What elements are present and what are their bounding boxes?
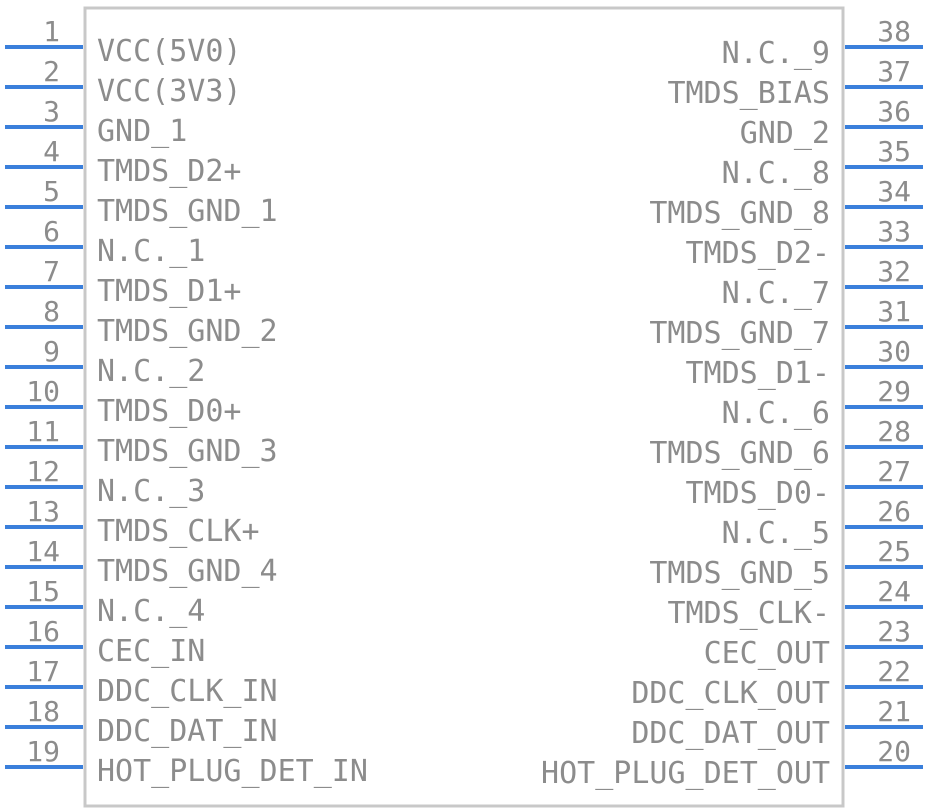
right-pin-number: 34	[877, 175, 911, 208]
right-pin-number: 23	[877, 615, 911, 648]
left-pin-number: 15	[26, 575, 60, 608]
left-pin-label: TMDS_GND_3	[97, 434, 278, 469]
right-pin-label: TMDS_D0-	[686, 476, 831, 511]
right-pin-label: TMDS_BIAS	[667, 76, 830, 111]
right-pin-number: 28	[877, 415, 911, 448]
left-pin-label: N.C._3	[97, 474, 205, 509]
right-pin-number: 29	[877, 375, 911, 408]
right-pin-label: TMDS_GND_5	[649, 556, 830, 591]
left-pin-label: N.C._1	[97, 234, 205, 269]
left-pin-number: 13	[26, 495, 60, 528]
right-pin-number: 33	[877, 215, 911, 248]
right-pin-number: 21	[877, 695, 911, 728]
right-pin-label: CEC_OUT	[704, 636, 830, 671]
left-pin-number: 17	[26, 655, 60, 688]
left-pin-label: TMDS_D0+	[97, 394, 242, 429]
left-pin-label: TMDS_CLK+	[97, 514, 260, 549]
left-pin-number: 9	[43, 335, 60, 368]
right-pin-label: N.C._9	[722, 36, 830, 71]
right-pin-label: DDC_CLK_OUT	[631, 676, 830, 711]
left-pin-label: GND_1	[97, 114, 187, 149]
ic-body-outline	[83, 6, 845, 808]
left-pin-number: 1	[43, 15, 60, 48]
right-pin-label: TMDS_GND_6	[649, 436, 830, 471]
right-pin-label: TMDS_D1-	[686, 356, 831, 391]
left-pin-label: TMDS_GND_4	[97, 554, 278, 589]
left-pin-label: CEC_IN	[97, 634, 205, 669]
left-pin-label: DDC_DAT_IN	[97, 714, 278, 749]
left-pin-label: TMDS_GND_1	[97, 194, 278, 229]
left-pin-number: 5	[43, 175, 60, 208]
left-pin-label: VCC(5V0)	[97, 34, 242, 69]
right-pin-label: HOT_PLUG_DET_OUT	[541, 756, 830, 791]
left-pin-label: N.C._2	[97, 354, 205, 389]
right-pin-number: 36	[877, 95, 911, 128]
right-pin-label: N.C._5	[722, 516, 830, 551]
left-pin-label: HOT_PLUG_DET_IN	[97, 754, 368, 789]
left-pin-number: 12	[26, 455, 60, 488]
right-pin-label: N.C._7	[722, 276, 830, 311]
right-pin-label: GND_2	[740, 116, 830, 151]
left-pin-label: TMDS_D2+	[97, 154, 242, 189]
left-pin-number: 7	[43, 255, 60, 288]
right-pin-number: 20	[877, 735, 911, 768]
left-pin-label: TMDS_GND_2	[97, 314, 278, 349]
left-pin-number: 14	[26, 535, 60, 568]
right-pin-number: 24	[877, 575, 911, 608]
right-pin-number: 37	[877, 55, 911, 88]
left-pin-number: 11	[26, 415, 60, 448]
left-pin-label: TMDS_D1+	[97, 274, 242, 309]
left-pin-number: 10	[26, 375, 60, 408]
left-pin-number: 19	[26, 735, 60, 768]
right-pin-number: 27	[877, 455, 911, 488]
right-pin-label: N.C._6	[722, 396, 830, 431]
right-pin-number: 25	[877, 535, 911, 568]
right-pin-number: 38	[877, 15, 911, 48]
right-pin-number: 32	[877, 255, 911, 288]
right-pin-number: 26	[877, 495, 911, 528]
right-pin-number: 30	[877, 335, 911, 368]
right-pin-label: TMDS_D2-	[686, 236, 831, 271]
left-pin-number: 4	[43, 135, 60, 168]
right-pin-label: TMDS_GND_7	[649, 316, 830, 351]
right-pin-label: TMDS_GND_8	[649, 196, 830, 231]
left-pin-label: DDC_CLK_IN	[97, 674, 278, 709]
right-pin-number: 22	[877, 655, 911, 688]
right-pin-label: TMDS_CLK-	[667, 596, 830, 631]
left-pin-number: 2	[43, 55, 60, 88]
right-pin-label: DDC_DAT_OUT	[631, 716, 830, 751]
right-pin-label: N.C._8	[722, 156, 830, 191]
left-pin-number: 8	[43, 295, 60, 328]
left-pin-number: 16	[26, 615, 60, 648]
right-pin-number: 31	[877, 295, 911, 328]
left-pin-number: 3	[43, 95, 60, 128]
left-pin-number: 6	[43, 215, 60, 248]
left-pin-number: 18	[26, 695, 60, 728]
right-pin-number: 35	[877, 135, 911, 168]
left-pin-label: VCC(3V3)	[97, 74, 242, 109]
left-pin-label: N.C._4	[97, 594, 205, 629]
